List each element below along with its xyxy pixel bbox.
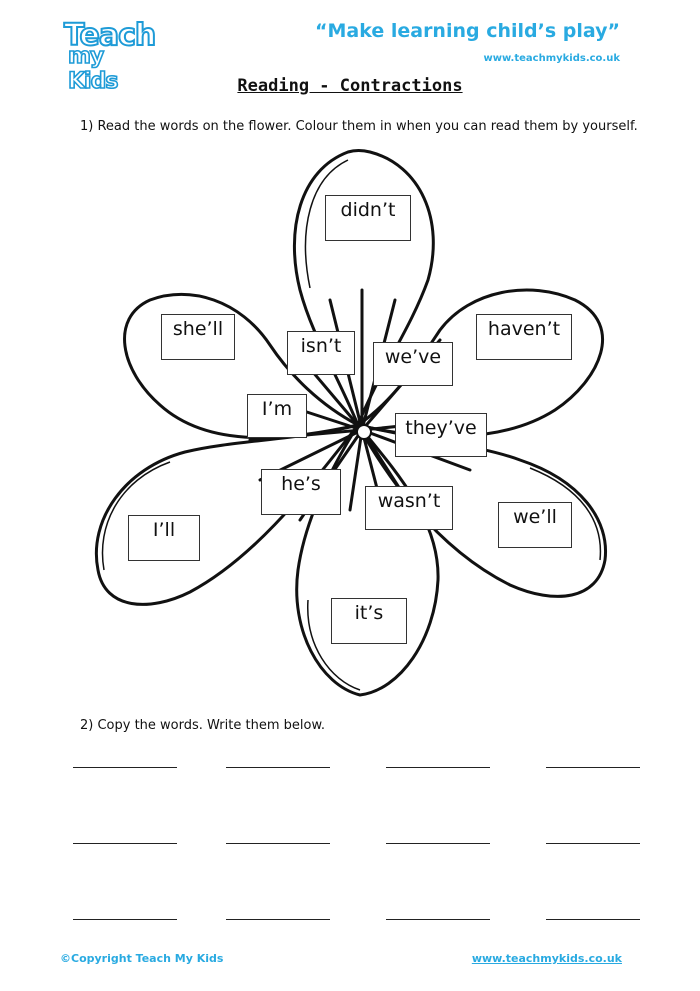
logo-line-2: my Kids [67, 43, 119, 95]
question-1-instruction: 1) Read the words on the flower. Colour … [80, 119, 638, 134]
writing-line[interactable] [546, 919, 640, 920]
slogan: “Make learning child’s play” [315, 20, 620, 42]
word-box-havent[interactable]: haven’t [476, 314, 572, 360]
writing-line[interactable] [226, 843, 330, 844]
writing-line[interactable] [226, 919, 330, 920]
page-title-wrap: Reading - Contractions [0, 76, 700, 96]
writing-line[interactable] [546, 843, 640, 844]
logo-line-1: Teach [63, 17, 157, 54]
word-box-its[interactable]: it’s [331, 598, 407, 644]
writing-line[interactable] [73, 919, 177, 920]
word-box-didnt[interactable]: didn’t [325, 195, 411, 241]
writing-line[interactable] [546, 767, 640, 768]
writing-line[interactable] [386, 767, 490, 768]
word-box-wasnt[interactable]: wasn’t [365, 486, 453, 530]
writing-line[interactable] [226, 767, 330, 768]
writing-line[interactable] [386, 843, 490, 844]
word-box-isnt[interactable]: isn’t [287, 331, 355, 375]
writing-line[interactable] [73, 843, 177, 844]
footer-website-link[interactable]: www.teachmykids.co.uk [471, 952, 622, 965]
word-box-im[interactable]: I’m [247, 394, 307, 438]
teach-my-kids-logo: Teach my Kids [60, 17, 157, 95]
question-2-instruction: 2) Copy the words. Write them below. [80, 718, 326, 733]
word-box-shell[interactable]: she’ll [161, 314, 235, 360]
footer-copyright: ©Copyright Teach My Kids [60, 952, 224, 965]
writing-line[interactable] [386, 919, 490, 920]
header-website: www.teachmykids.co.uk [483, 53, 620, 64]
writing-line[interactable] [73, 767, 177, 768]
word-box-theyve[interactable]: they’ve [395, 413, 487, 457]
page-title: Reading - Contractions [237, 76, 463, 96]
word-box-weve[interactable]: we’ve [373, 342, 453, 386]
word-box-ill[interactable]: I’ll [128, 515, 200, 561]
word-box-hes[interactable]: he’s [261, 469, 341, 515]
word-box-well[interactable]: we’ll [498, 502, 572, 548]
